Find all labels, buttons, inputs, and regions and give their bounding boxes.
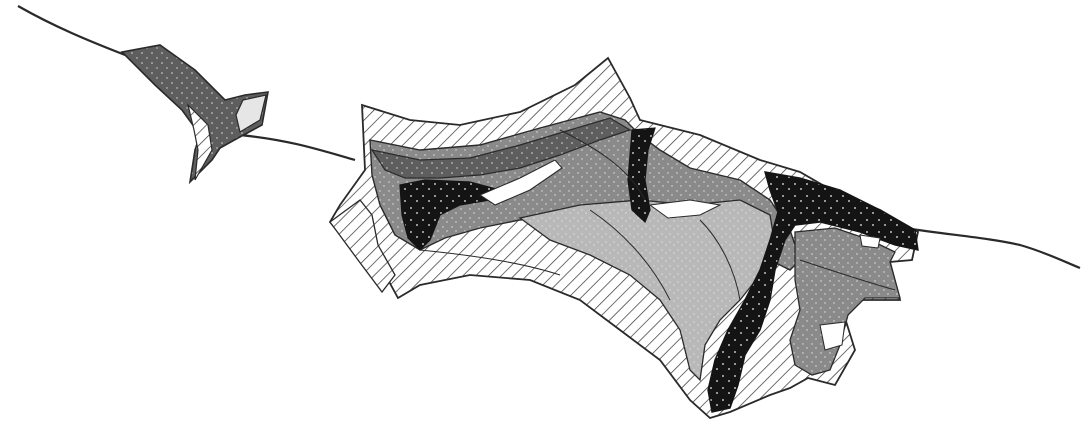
geologic-cross-section-figure <box>0 0 1083 432</box>
diagram-canvas <box>0 0 1083 432</box>
